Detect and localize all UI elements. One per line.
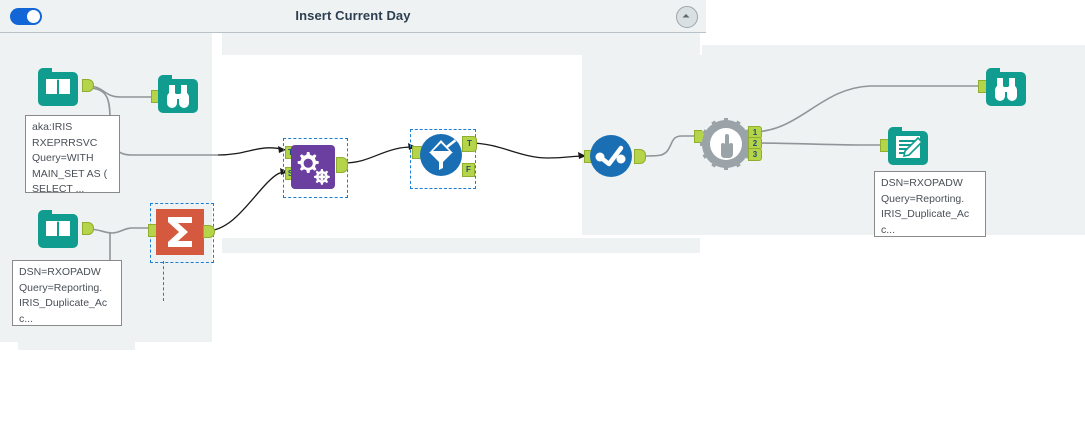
tool-annotation: DSN=RXOPADW Query=Reporting. IRIS_Duplic… <box>12 260 122 326</box>
input-data-tool[interactable] <box>35 205 81 251</box>
document-pencil-icon <box>888 127 928 165</box>
canvas-region-bottom-left <box>18 338 135 350</box>
output-anchor-2[interactable]: 2 <box>748 137 762 150</box>
selection-box <box>410 129 476 189</box>
output-anchor[interactable] <box>82 79 94 92</box>
container-enable-toggle[interactable] <box>10 8 42 25</box>
selection-tail <box>163 261 164 301</box>
check-circle-icon <box>590 135 632 177</box>
select-tool[interactable] <box>588 133 634 179</box>
browse-tool[interactable] <box>983 63 1029 109</box>
output-anchor[interactable] <box>336 157 348 173</box>
funnel-circle-icon <box>420 134 462 176</box>
output-anchor[interactable] <box>82 222 94 235</box>
chevron-up-circle-icon[interactable] <box>676 6 698 28</box>
tool-annotation: aka:IRIS RXEPRRSVC Query=WITH MAIN_SET A… <box>25 115 120 195</box>
binoculars-icon <box>986 68 1026 106</box>
summarize-tool[interactable] <box>154 207 206 257</box>
output-anchor[interactable] <box>203 225 215 238</box>
book-open-icon <box>38 68 78 106</box>
output-anchor[interactable] <box>634 149 646 164</box>
gear-hand-icon <box>700 118 752 170</box>
input-data-tool[interactable] <box>35 63 81 109</box>
output-anchor-3[interactable]: 3 <box>748 148 762 161</box>
page-title: Insert Current Day <box>295 8 411 23</box>
join-tool[interactable] <box>291 145 335 189</box>
macro-tool[interactable] <box>700 118 752 170</box>
output-data-tool[interactable] <box>885 122 931 168</box>
gears-plus-icon <box>291 145 335 189</box>
tool-annotation: DSN=RXOPADW Query=Reporting. IRIS_Duplic… <box>874 171 986 237</box>
filter-tool[interactable] <box>418 132 464 178</box>
output-anchor-t[interactable]: T <box>462 136 477 152</box>
binoculars-icon <box>158 75 198 113</box>
browse-tool[interactable] <box>155 70 201 116</box>
book-open-icon <box>38 210 78 248</box>
sigma-icon <box>156 209 204 255</box>
canvas-region-mid-strip <box>232 238 700 253</box>
container-titlebar: Insert Current Day <box>0 0 706 33</box>
output-anchor-f[interactable]: F <box>462 163 475 177</box>
